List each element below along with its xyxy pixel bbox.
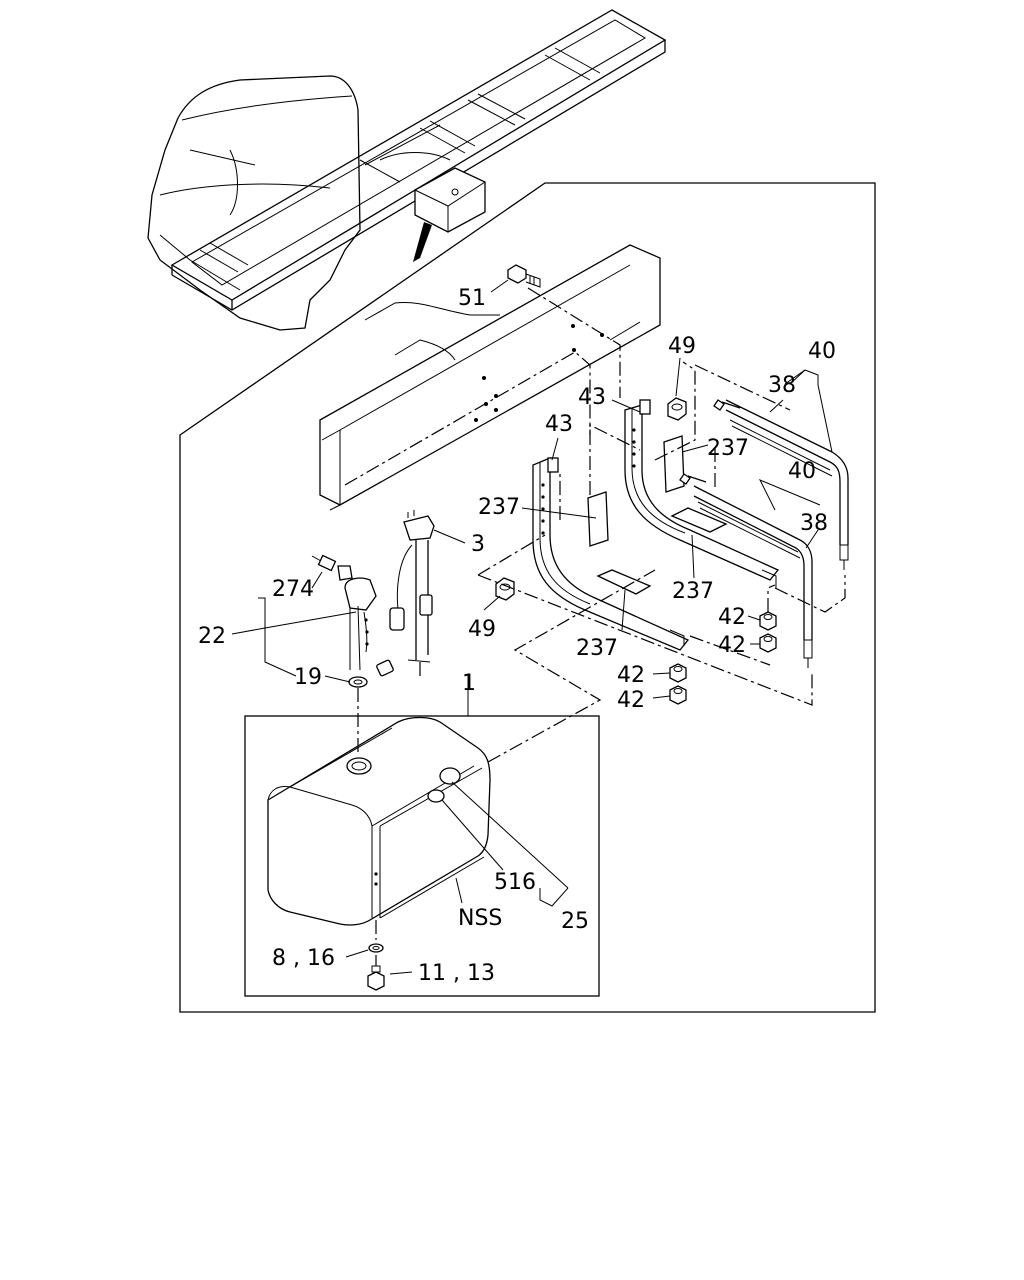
callout-19: 19 — [294, 665, 322, 690]
callout-51: 51 — [458, 286, 486, 311]
rubber-pad-c — [670, 507, 728, 533]
tank-strap-lower — [679, 473, 813, 668]
callout-237-left: 237 — [478, 495, 520, 520]
bolt-51-icon — [507, 264, 541, 288]
nut-42b-icon — [759, 633, 777, 653]
callout-43-left: 43 — [545, 412, 573, 437]
callout-49-upper: 49 — [668, 334, 696, 359]
callout-40-upper: 40 — [808, 339, 836, 364]
fuel-sender-unit — [389, 510, 435, 663]
nut-42d-icon — [669, 685, 687, 705]
drain-washer-icon — [368, 943, 384, 953]
rubber-pad-d — [596, 569, 652, 595]
tank-bracket-right — [624, 399, 780, 588]
tank-bracket-left — [532, 457, 690, 651]
callout-11-13: 11 , 13 — [418, 961, 495, 986]
callout-1: 1 — [462, 671, 476, 696]
callout-38-lower: 38 — [800, 511, 828, 536]
nut-42a-icon — [759, 611, 777, 631]
callout-274: 274 — [272, 577, 314, 602]
truck-overview-illustration — [147, 9, 667, 331]
callout-3: 3 — [471, 532, 485, 557]
fuel-gauge-unit — [311, 554, 394, 688]
tank-strap-upper — [713, 399, 849, 570]
rubber-pad-a — [663, 435, 685, 493]
fuel-tank — [267, 716, 491, 926]
drain-plug-icon — [367, 965, 385, 991]
nut-42c-icon — [669, 663, 687, 683]
callout-nss: NSS — [458, 906, 502, 931]
callout-40-lower: 40 — [788, 459, 816, 484]
detail-frame — [179, 182, 876, 1013]
rubber-pad-b — [587, 491, 609, 547]
callout-516: 516 — [494, 870, 536, 895]
callout-42-a: 42 — [718, 605, 746, 630]
callout-42-c: 42 — [617, 663, 645, 688]
callout-49-lower: 49 — [468, 617, 496, 642]
callout-8-16: 8 , 16 — [272, 946, 335, 971]
callout-43-right: 43 — [578, 385, 606, 410]
callout-237-mid: 237 — [672, 579, 714, 604]
leader-lines — [231, 279, 833, 975]
callout-22: 22 — [198, 624, 226, 649]
nut-49b-icon — [495, 577, 515, 601]
callout-237-lower: 237 — [576, 636, 618, 661]
callout-42-d: 42 — [617, 688, 645, 713]
callout-38-upper: 38 — [768, 373, 796, 398]
tank-assembly-box — [244, 715, 600, 997]
callout-42-b: 42 — [718, 633, 746, 658]
nut-49a-icon — [667, 397, 687, 421]
callout-25: 25 — [561, 909, 589, 934]
callout-237-upper: 237 — [707, 436, 749, 461]
